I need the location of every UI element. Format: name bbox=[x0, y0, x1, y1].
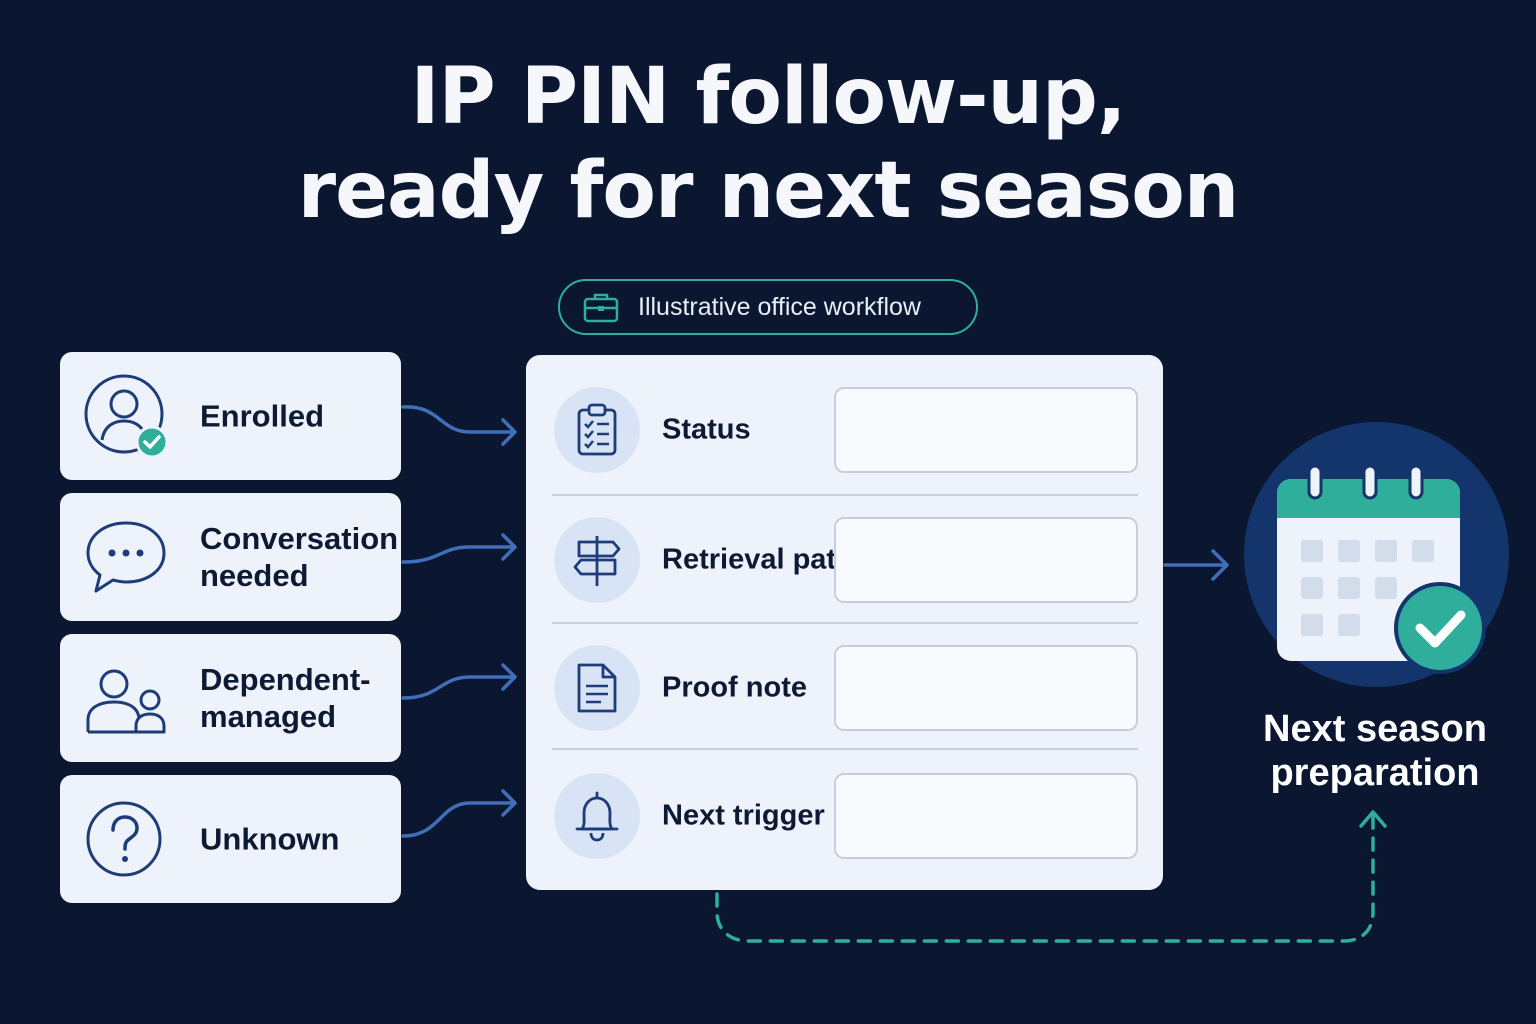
arrow-head bbox=[1211, 549, 1229, 581]
document-icon bbox=[554, 645, 640, 731]
title-line-2: ready for next season bbox=[297, 146, 1240, 236]
row-divider bbox=[552, 494, 1138, 496]
question-icon bbox=[84, 797, 168, 881]
category-card-unknown: Unknown bbox=[60, 775, 401, 903]
outcome-circle bbox=[1244, 422, 1509, 687]
next-trigger-field[interactable] bbox=[834, 773, 1138, 859]
people-icon bbox=[84, 656, 168, 740]
title-line-1: IP PIN follow-up, bbox=[410, 52, 1127, 142]
category-label: Enrolled bbox=[200, 398, 325, 434]
record-row-proof-note: Proof note bbox=[526, 638, 1163, 738]
row-divider bbox=[552, 748, 1138, 750]
clipboard-checklist-icon bbox=[554, 387, 640, 473]
record-row-label: Status bbox=[662, 413, 751, 446]
chat-bubble-icon bbox=[84, 515, 168, 599]
connector-arrow bbox=[401, 675, 516, 700]
category-card-enrolled: Enrolled bbox=[60, 352, 401, 480]
category-label: Conversation needed bbox=[200, 521, 399, 593]
calendar-check-icon bbox=[1277, 464, 1486, 674]
briefcase-icon bbox=[582, 290, 620, 324]
arrow-head bbox=[501, 663, 517, 691]
category-label: Dependent- managed bbox=[200, 662, 371, 734]
connector-arrow bbox=[401, 801, 516, 838]
record-row-retrieval-path: Retrieval path bbox=[526, 510, 1163, 610]
category-card-conversation: Conversation needed bbox=[60, 493, 401, 621]
retrieval-path-field[interactable] bbox=[834, 517, 1138, 603]
proof-note-field[interactable] bbox=[834, 645, 1138, 731]
row-divider bbox=[552, 622, 1138, 624]
bell-icon bbox=[554, 773, 640, 859]
record-row-label: Next trigger bbox=[662, 799, 825, 832]
record-panel: Status Retrieval path Proof note bbox=[526, 355, 1163, 890]
arrow-head bbox=[501, 789, 517, 817]
connector-arrow bbox=[401, 545, 516, 564]
signpost-icon bbox=[554, 517, 640, 603]
record-row-next-trigger: Next trigger bbox=[526, 766, 1163, 866]
record-row-label: Proof note bbox=[662, 671, 807, 704]
category-card-dependent: Dependent- managed bbox=[60, 634, 401, 762]
outcome-label: Next season preparation bbox=[1263, 708, 1487, 794]
record-row-label: Retrieval path bbox=[662, 543, 854, 576]
badge-label: Illustrative office workflow bbox=[638, 292, 921, 321]
page-title: IP PIN follow-up, ready for next season bbox=[0, 50, 1536, 238]
record-row-status: Status bbox=[526, 380, 1163, 480]
arrow-head bbox=[1359, 810, 1387, 828]
category-label: Unknown bbox=[200, 821, 340, 857]
arrow-head bbox=[501, 533, 517, 561]
status-field[interactable] bbox=[834, 387, 1138, 473]
workflow-badge: Illustrative office workflow bbox=[558, 279, 978, 335]
arrow-head bbox=[501, 418, 517, 446]
connector-arrow bbox=[401, 405, 516, 434]
user-check-icon bbox=[84, 374, 168, 458]
